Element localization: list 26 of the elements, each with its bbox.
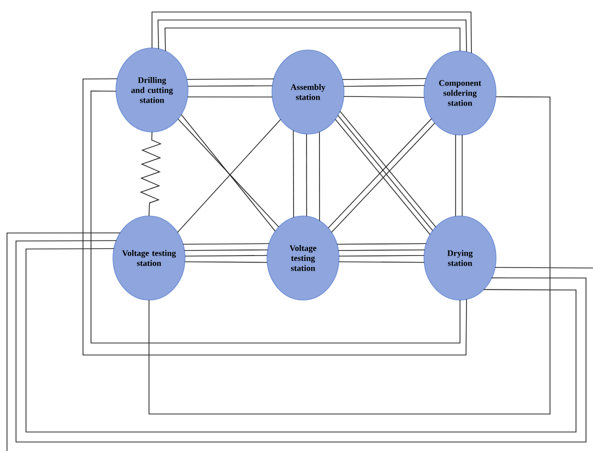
connection-line (186, 78, 274, 80)
connection-line (187, 96, 273, 98)
connection-line (184, 249, 268, 251)
connection-line (292, 130, 294, 218)
connection-line (6, 232, 121, 451)
connection-line (343, 85, 425, 87)
connection-line (184, 255, 268, 257)
connection-line (319, 131, 320, 222)
connection-line (338, 255, 424, 257)
connection-line (306, 134, 308, 217)
connection-line (164, 28, 460, 52)
connection-line (148, 96, 550, 414)
connection-line (494, 267, 593, 268)
zigzag-line (140, 132, 162, 216)
connection-line (152, 12, 472, 54)
connection-line (187, 85, 273, 87)
connection-line (342, 78, 427, 80)
connection-line (158, 20, 467, 52)
connection-line (338, 249, 426, 251)
connection-line (182, 243, 270, 245)
connection-line (338, 261, 425, 263)
connection-line (343, 96, 425, 98)
connection-line (462, 134, 463, 216)
connection-line (184, 261, 268, 263)
connection-line (455, 134, 456, 217)
connection-line (336, 243, 427, 245)
